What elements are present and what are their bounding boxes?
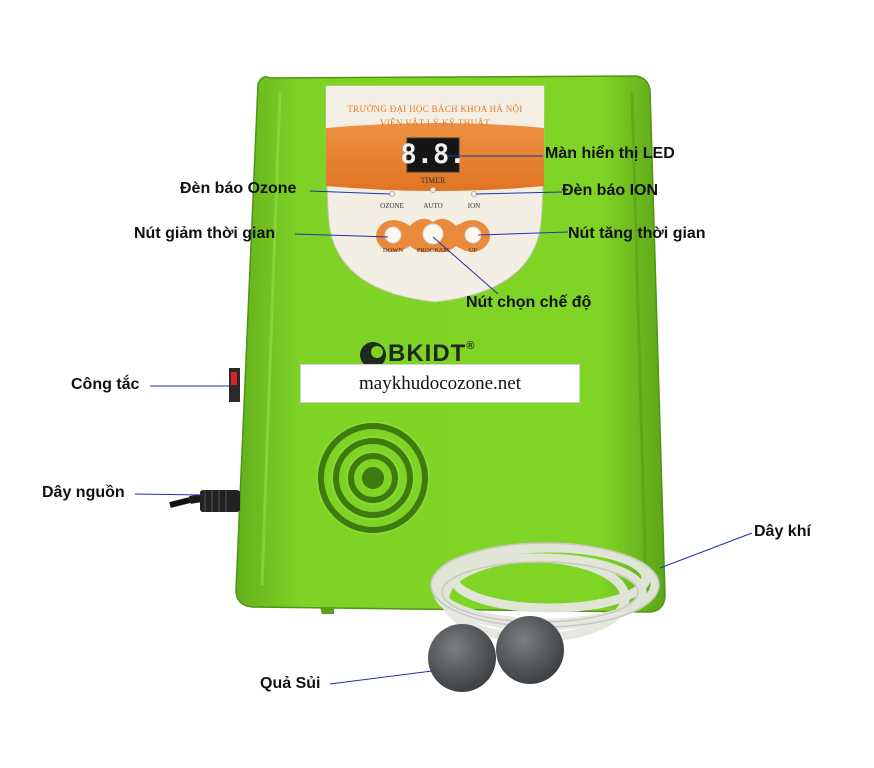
program-button[interactable]	[422, 223, 444, 245]
website-url: maykhudocozone.net	[359, 372, 521, 394]
callout-power-cord: Dây nguồn	[42, 484, 125, 501]
brand-name: BKIDT®	[388, 340, 476, 367]
institution-line-2: VIỆN VẬT LÝ KỸ THUẬT	[380, 118, 490, 128]
led-display	[406, 137, 460, 173]
callout-ion-light: Đèn báo ION	[562, 182, 659, 199]
timer-label: TIMER	[420, 176, 446, 185]
air-stone-left	[428, 624, 496, 692]
down-label: DOWN	[382, 247, 404, 254]
callout-air-hose: Dây khí	[754, 523, 811, 540]
ozone-label: OZONE	[380, 202, 404, 210]
led-digits: 8.8.	[400, 138, 466, 170]
callout-air-stone: Quả Sủi	[260, 675, 321, 692]
callout-mode-button: Nút chọn chế độ	[466, 294, 592, 311]
auto-led	[430, 187, 436, 193]
callout-up-button: Nút tăng thời gian	[568, 225, 706, 242]
leader-lines	[134, 155, 753, 685]
up-label: UP	[468, 247, 478, 254]
callout-ozone-light: Đèn báo Ozone	[180, 180, 297, 197]
speaker-grille	[318, 423, 428, 533]
ozone-led	[389, 191, 395, 197]
callout-down-button: Nút giảm thời gian	[134, 225, 276, 242]
ion-led	[471, 191, 477, 197]
program-label: PROGRAM	[416, 247, 450, 254]
down-button[interactable]	[384, 226, 402, 244]
power-cord	[169, 490, 240, 512]
institution-line-1: TRƯỜNG ĐẠI HỌC BÁCH KHOA HÀ NỘI	[347, 104, 523, 114]
ion-label: ION	[467, 202, 481, 210]
website-banner: maykhudocozone.net	[300, 364, 580, 403]
callout-power-switch: Công tắc	[71, 376, 140, 393]
auto-label: AUTO	[423, 202, 443, 210]
callout-led-display: Màn hiển thị LED	[545, 145, 675, 162]
air-stone-right	[496, 616, 564, 684]
